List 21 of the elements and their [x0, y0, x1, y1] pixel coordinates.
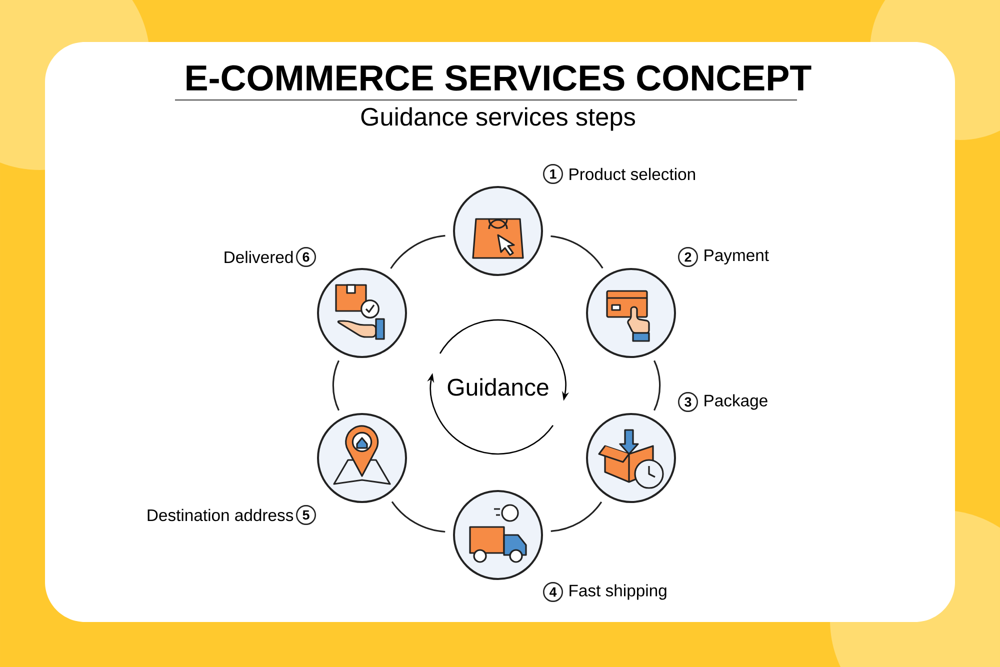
connector-arc	[390, 234, 446, 269]
step-label: Delivered	[224, 250, 293, 264]
step-label: Product selection	[570, 168, 695, 180]
step-label: Package	[704, 394, 768, 410]
step-number: 6	[296, 247, 316, 267]
step-label: Payment	[704, 250, 769, 264]
connector-arc	[550, 502, 602, 532]
connector-arc	[332, 360, 340, 411]
subtitle: Guidance services steps	[361, 107, 636, 131]
step-label: Fast shipping	[570, 584, 666, 600]
connector-arc	[654, 360, 661, 411]
step-number: 1	[543, 164, 563, 184]
step-number: 5	[296, 505, 316, 525]
connector-arc	[550, 235, 604, 269]
step-label: Destination address	[148, 508, 294, 522]
step-number: 3	[678, 392, 698, 412]
step-number: 4	[543, 582, 563, 602]
connector-arc	[391, 501, 446, 533]
title: E-COMMERCE SERVICES CONCEPT	[186, 65, 812, 91]
center-label: Guidance	[448, 378, 548, 396]
step-number: 2	[678, 247, 698, 267]
